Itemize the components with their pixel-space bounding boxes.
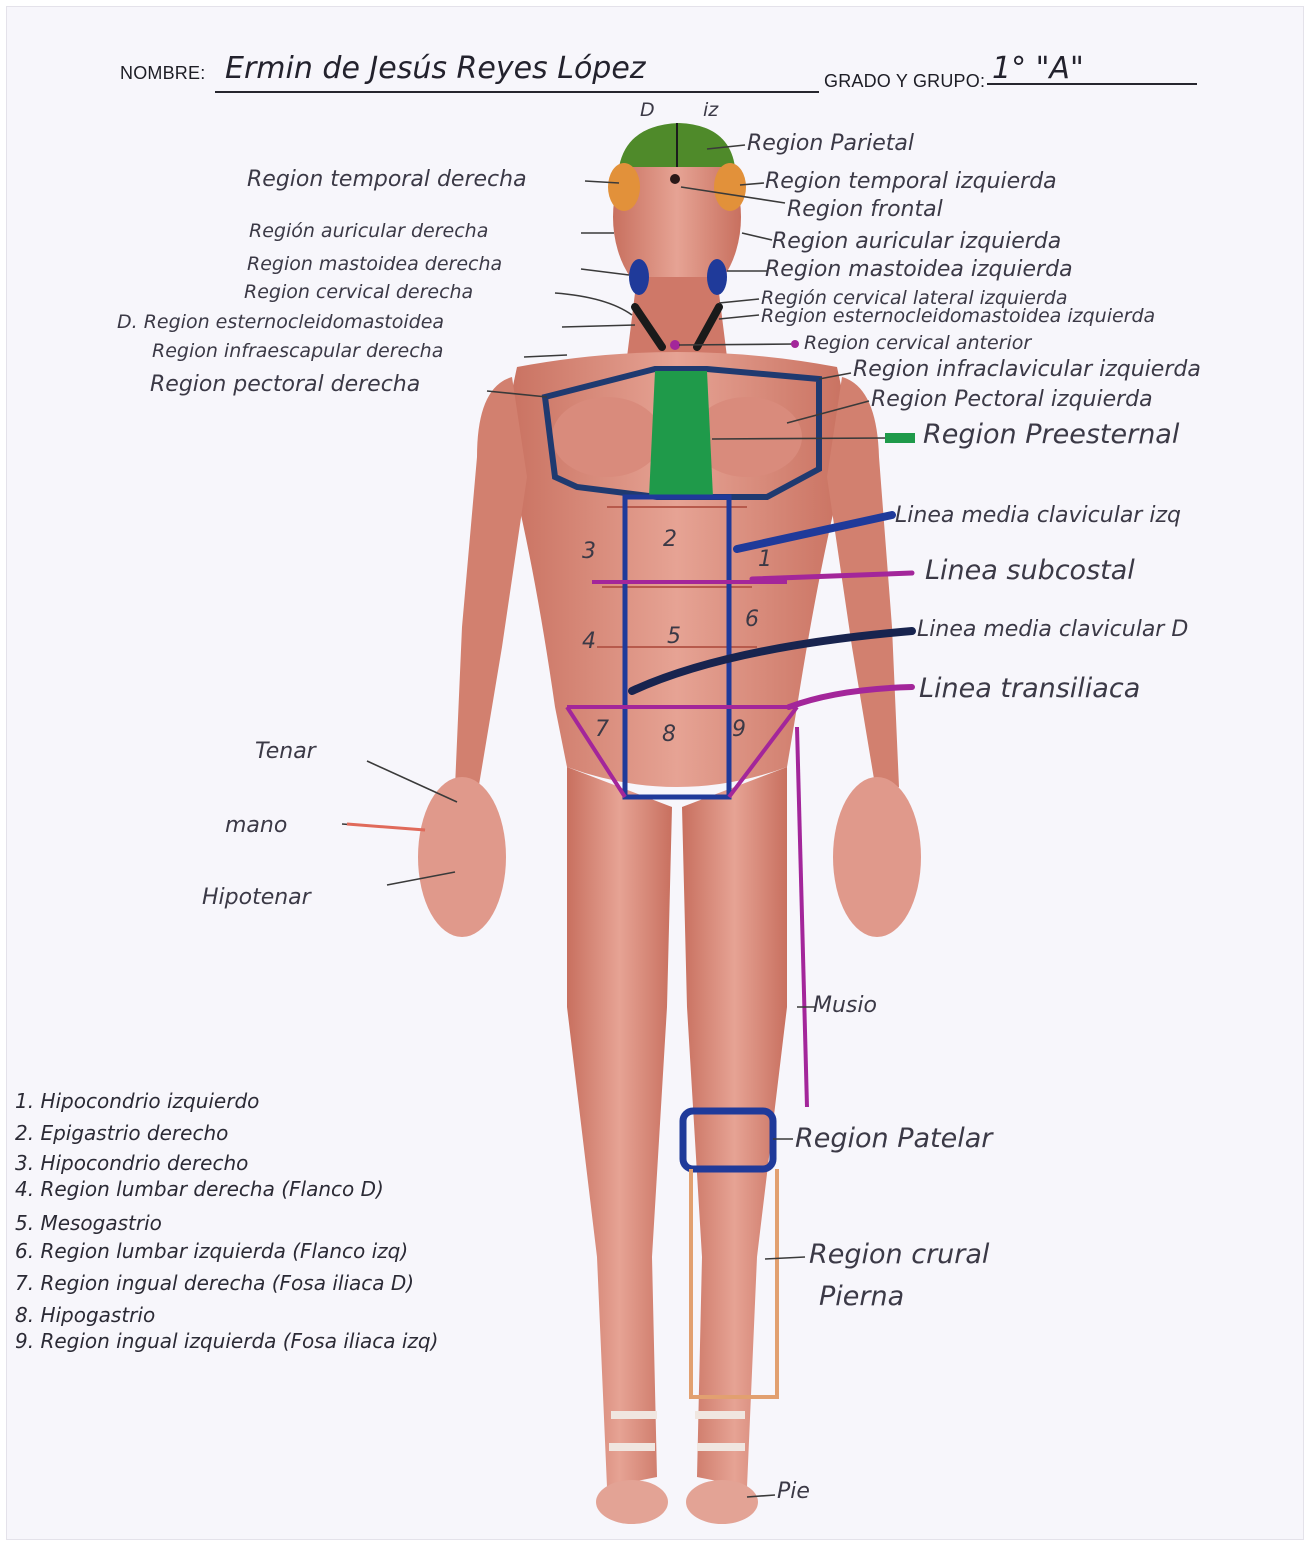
label-esternocleidomastoidea-derecha: D. Region esternocleidomastoidea [117, 311, 444, 333]
abdomen-region-number: 4 [582, 629, 596, 654]
label-linea-transiliaca: Linea transiliaca [919, 673, 1140, 704]
label-crural: Region crural [809, 1239, 989, 1270]
label-auricular-izquierda: Region auricular izquierda [772, 229, 1061, 254]
label-tenar: Tenar [255, 739, 316, 764]
label-frontal: Region frontal [787, 197, 943, 222]
label-temporal-derecha: Region temporal derecha [247, 167, 527, 192]
label-cervical-derecha: Region cervical derecha [244, 281, 473, 303]
legend-item: 3. Hipocondrio derecho [15, 1151, 248, 1175]
abdomen-region-number: 9 [732, 717, 746, 742]
label-linea-media-clavicular-d: Linea media clavicular D [917, 617, 1188, 642]
legend-item: 4. Region lumbar derecha (Flanco D) [15, 1177, 384, 1201]
abdomen-region-number: 6 [745, 607, 759, 632]
anatomy-figure [7, 7, 1303, 1539]
label-parietal: Region Parietal [747, 131, 914, 156]
abdomen-region-number: 7 [595, 717, 609, 742]
label-musio: Musio [813, 993, 877, 1018]
legend-item: 5. Mesogastrio [15, 1211, 162, 1235]
label-patelar: Region Patelar [795, 1123, 992, 1154]
label-esternocleidomastoidea-izquierda: Region esternocleidomastoidea izquierda [761, 305, 1155, 327]
label-cervical-anterior: Region cervical anterior [804, 332, 1031, 354]
label-linea-subcostal: Linea subcostal [925, 555, 1135, 586]
legend-item: 9. Region ingual izquierda (Fosa iliaca … [15, 1329, 438, 1353]
label-linea-media-clavicular-izq: Linea media clavicular izq [895, 503, 1181, 528]
abdomen-region-number: 5 [667, 624, 681, 649]
label-temporal-izquierda: Region temporal izquierda [765, 169, 1057, 194]
abdomen-region-number: 1 [758, 547, 772, 572]
legend-item: 7. Region ingual derecha (Fosa iliaca D) [15, 1271, 414, 1295]
label-mastoidea-derecha: Region mastoidea derecha [247, 253, 502, 275]
label-pectoral-derecha: Region pectoral derecha [150, 372, 420, 397]
label-mano: mano [225, 813, 287, 838]
label-auricular-derecha: Región auricular derecha [249, 220, 488, 242]
label-infraclavicular-izquierda: Region infraclavicular izquierda [853, 357, 1201, 382]
worksheet-page: NOMBRE: Ermin de Jesús Reyes López GRADO… [6, 6, 1304, 1540]
abdomen-region-number: 2 [663, 527, 677, 552]
abdomen-region-number: 8 [662, 722, 676, 747]
label-hipotenar: Hipotenar [202, 885, 311, 910]
legend-item: 6. Region lumbar izquierda (Flanco izq) [15, 1239, 408, 1263]
label-mastoidea-izquierda: Region mastoidea izquierda [765, 257, 1073, 282]
label-pie: Pie [777, 1479, 810, 1504]
label-pectoral-izquierda: Region Pectoral izquierda [871, 387, 1153, 412]
legend-item: 1. Hipocondrio izquierdo [15, 1089, 259, 1113]
abdomen-region-number: 3 [582, 539, 596, 564]
legend-item: 8. Hipogastrio [15, 1303, 155, 1327]
label-infraescapular-derecha: Region infraescapular derecha [152, 340, 443, 362]
legend-item: 2. Epigastrio derecho [15, 1121, 228, 1145]
label-pierna: Pierna [819, 1281, 904, 1312]
label-preesternal: Region Preesternal [923, 419, 1179, 450]
